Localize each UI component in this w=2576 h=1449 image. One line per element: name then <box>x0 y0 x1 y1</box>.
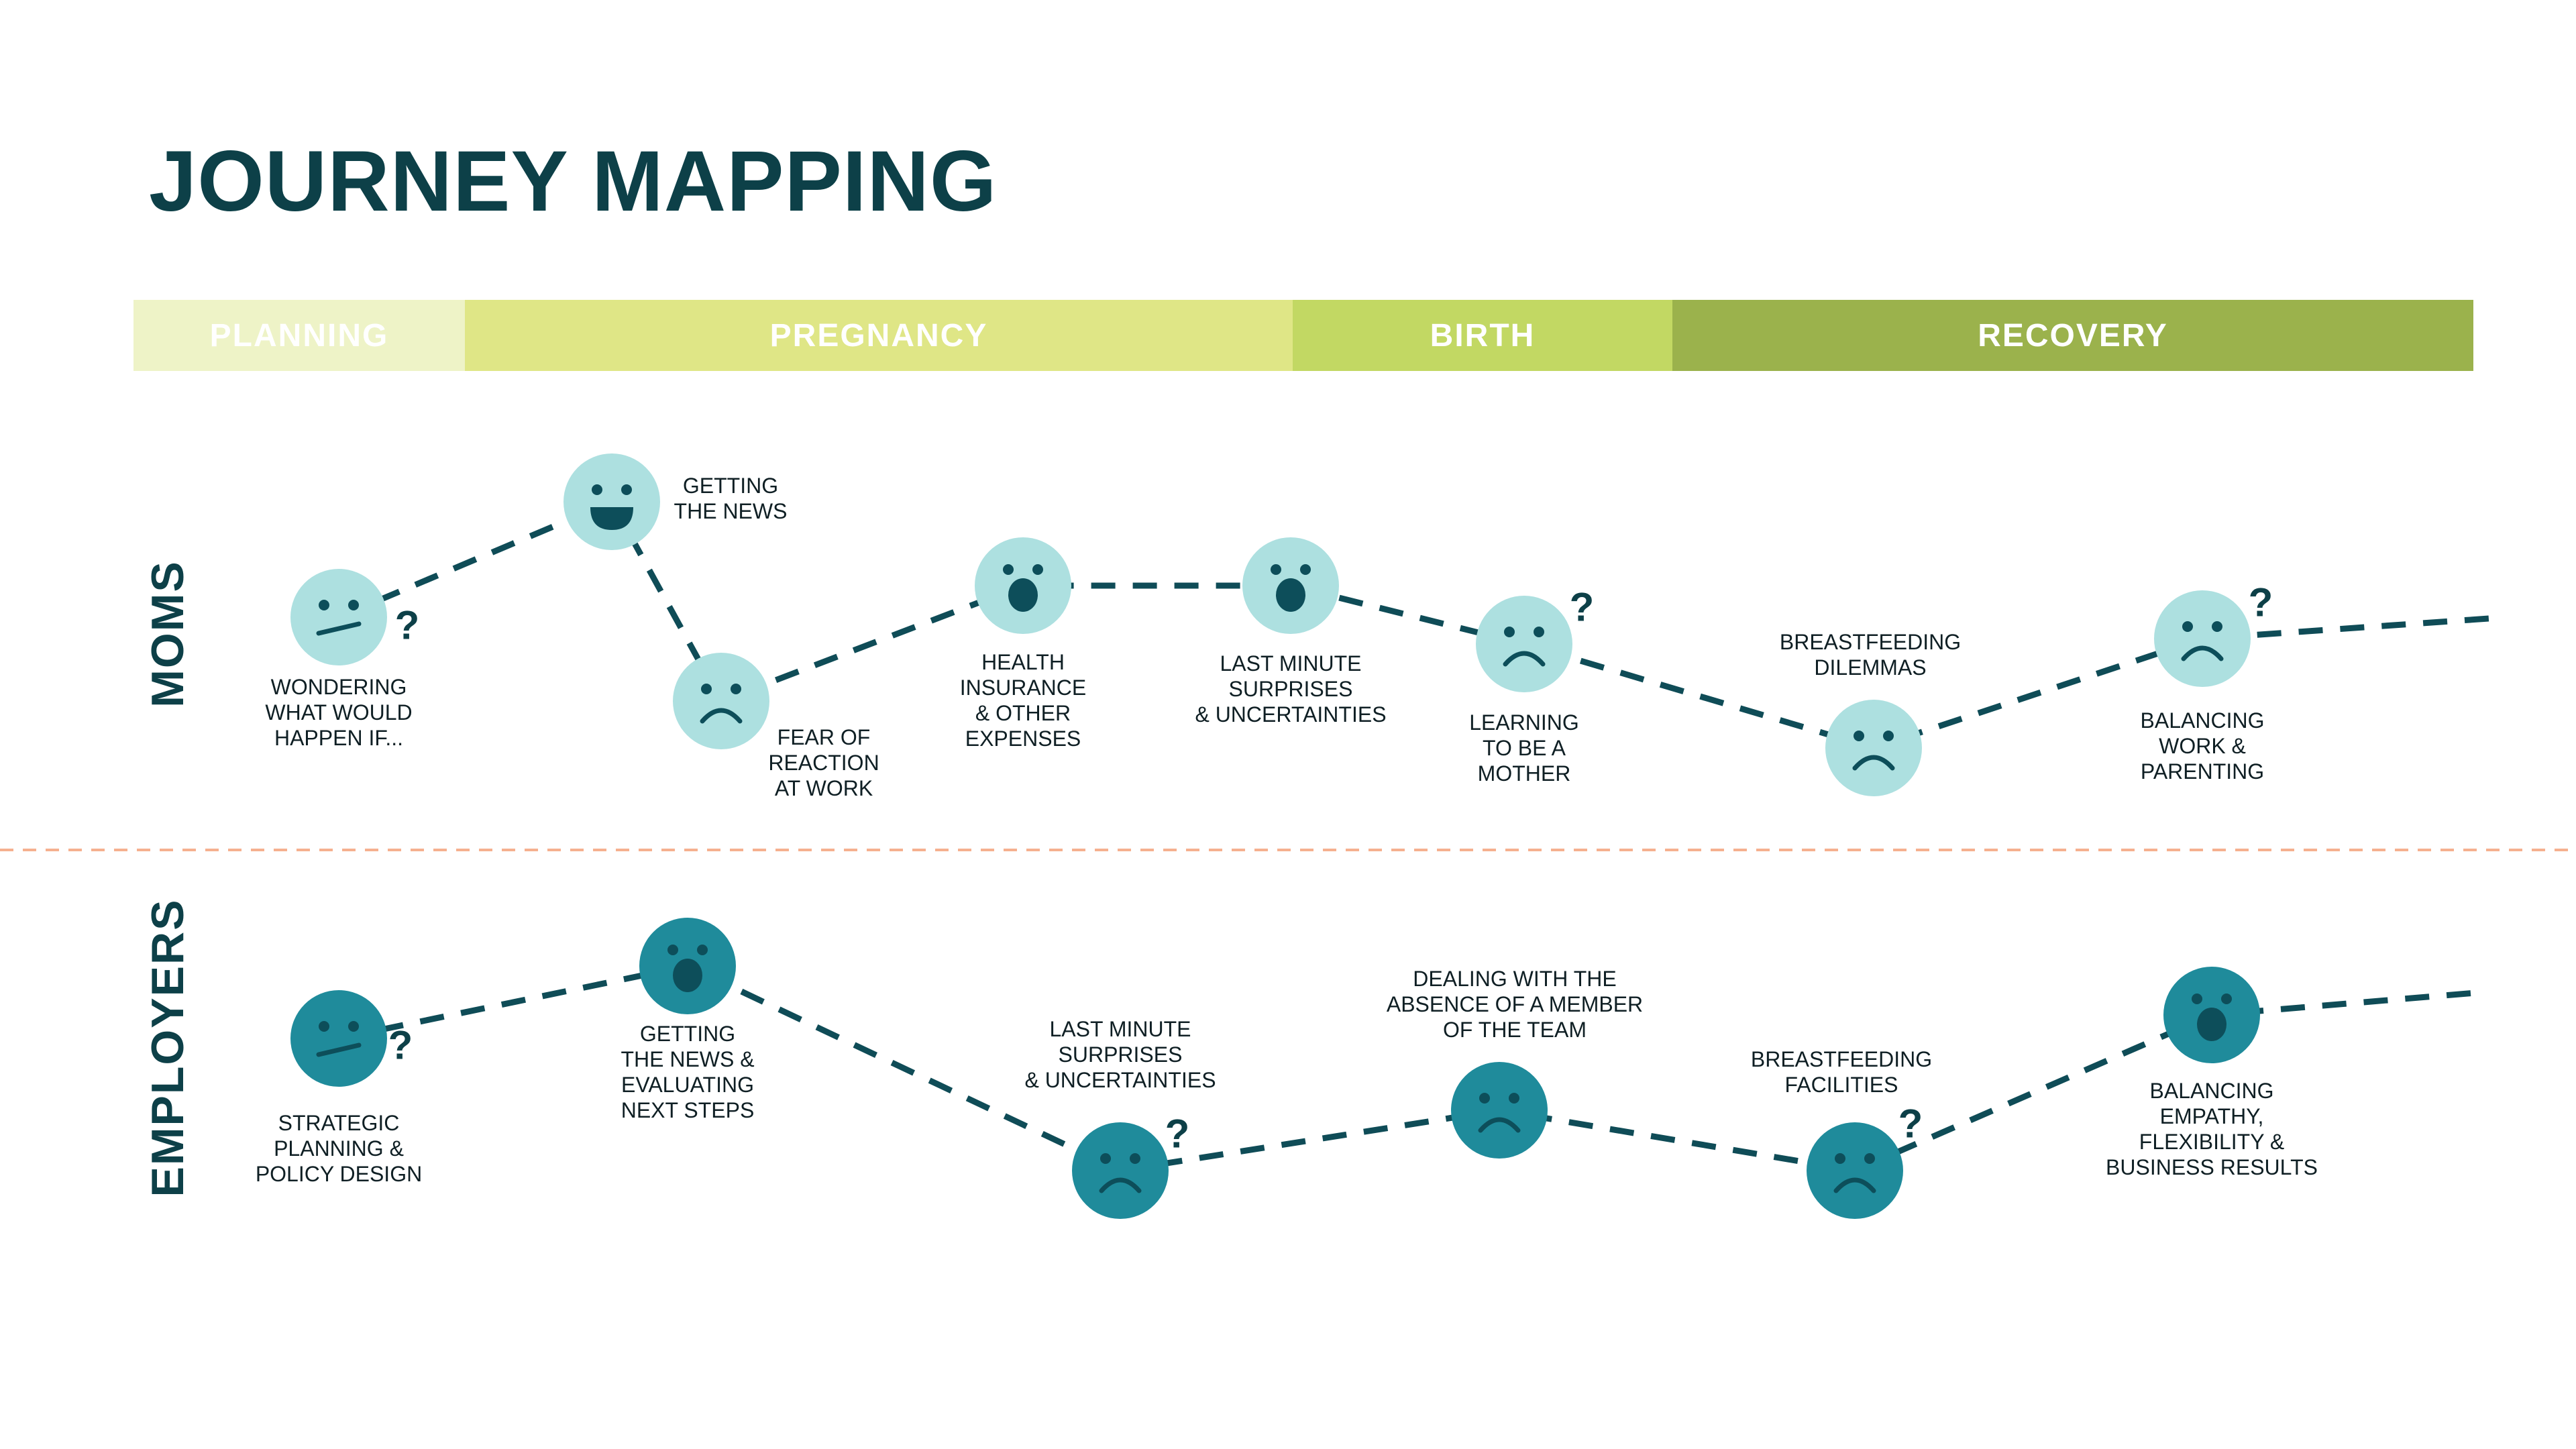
moms-step-4-label: HEALTH INSURANCE & OTHER EXPENSES <box>959 650 1087 751</box>
employer-step-2-label: GETTING THE NEWS & EVALUATING NEXT STEPS <box>621 1022 755 1122</box>
employer-step-4-label: DEALING WITH THE ABSENCE OF A MEMBER OF … <box>1386 967 1644 1042</box>
employer-step-1-neutral-icon-eye-left <box>319 1021 329 1032</box>
employer-step-2-surprised-icon-eye-left <box>667 945 678 955</box>
moms-step-6-sad-icon-eye-right <box>1534 627 1544 637</box>
moms-step-1-neutral-icon-eye-left <box>319 600 329 610</box>
moms-step-2-happy-icon <box>564 453 660 550</box>
moms-step-6-sad-icon-mouth <box>1503 651 1546 667</box>
phase-planning-label: PLANNING <box>209 317 389 354</box>
moms-step-1-neutral-icon-eye-right <box>348 600 359 610</box>
moms-step-6-sad-icon <box>1476 596 1572 692</box>
phase-recovery-label: RECOVERY <box>1978 317 2168 354</box>
employer-step-3-sad-icon-eye-left <box>1100 1153 1111 1164</box>
moms-step-8-sad-icon-eye-right <box>2212 621 2222 632</box>
employer-step-1-neutral-icon-eye-right <box>348 1021 359 1032</box>
employer-step-3-label: LAST MINUTE SURPRISES & UNCERTAINTIES <box>1024 1017 1216 1092</box>
moms-step-5-surprised-icon-eye-right <box>1300 564 1311 575</box>
employer-step-6-label: BALANCING EMPATHY, FLEXIBILITY & BUSINES… <box>2106 1079 2318 1179</box>
moms-step-7-label: BREASTFEEDING DILEMMAS <box>1779 630 1962 680</box>
phase-pregnancy-label: PREGNANCY <box>769 317 988 354</box>
employer-step-6-surprised-icon-eye-left <box>2192 994 2202 1004</box>
moms-step-3-sad-icon <box>673 653 769 749</box>
moms-step-7-sad-icon-mouth <box>1852 755 1895 771</box>
employer-step-6-surprised-icon-mouth <box>2197 1008 2226 1041</box>
employer-step-6-surprised-icon-eye-right <box>2221 994 2232 1004</box>
moms-step-1-label: WONDERING WHAT WOULD HAPPEN IF... <box>265 675 413 750</box>
employer-step-1-label: STRATEGIC PLANNING & POLICY DESIGN <box>255 1111 423 1186</box>
moms-step-2-label: GETTING THE NEWS <box>674 474 788 523</box>
employer-step-5-question-mark: ? <box>1898 1101 1923 1146</box>
employer-step-1-question-mark: ? <box>388 1022 413 1068</box>
employer-step-3-sad-icon-eye-right <box>1130 1153 1140 1164</box>
employer-step-5-sad-icon <box>1807 1122 1903 1219</box>
employer-step-2-surprised-icon-eye-right <box>697 945 708 955</box>
moms-step-6-label: LEARNING TO BE A MOTHER <box>1469 710 1579 786</box>
employer-step-1-neutral-icon-mouth <box>316 1042 362 1057</box>
employer-step-5-label: BREASTFEEDING FACILITIES <box>1750 1047 1933 1097</box>
employer-step-4-sad-icon-mouth <box>1478 1117 1521 1133</box>
page-title: JOURNEY MAPPING <box>149 133 998 229</box>
phase-birth-label: BIRTH <box>1430 317 1536 354</box>
moms-step-4-surprised-icon-eye-right <box>1032 564 1043 575</box>
moms-step-7-sad-icon <box>1825 700 1922 796</box>
employer-step-5-sad-icon-mouth <box>1833 1177 1876 1193</box>
employer-step-5-sad-icon-eye-right <box>1864 1153 1875 1164</box>
moms-step-8-sad-icon-eye-left <box>2182 621 2193 632</box>
employer-step-4-sad-icon-eye-left <box>1479 1093 1490 1104</box>
employer-step-4-sad-icon <box>1451 1062 1548 1159</box>
moms-step-6-sad-icon-eye-left <box>1504 627 1515 637</box>
employer-step-4-sad-icon-eye-right <box>1509 1093 1519 1104</box>
moms-step-5-label: LAST MINUTE SURPRISES & UNCERTAINTIES <box>1195 651 1387 727</box>
moms-step-8-question-mark: ? <box>2248 580 2273 625</box>
moms-step-6-question-mark: ? <box>1569 584 1595 630</box>
moms-step-2-happy-icon-eye-left <box>592 484 602 495</box>
phase-planning: PLANNING <box>133 300 465 371</box>
employer-step-3-sad-icon-mouth <box>1099 1177 1142 1193</box>
phase-bar: PLANNING PREGNANCY BIRTH RECOVERY <box>133 300 2473 371</box>
moms-step-1-neutral-icon-mouth <box>316 621 362 636</box>
employer-step-3-sad-icon <box>1072 1122 1169 1219</box>
moms-step-1-neutral-icon <box>290 569 387 665</box>
moms-step-3-sad-icon-eye-right <box>731 684 741 694</box>
phase-recovery: RECOVERY <box>1672 300 2473 371</box>
phase-birth: BIRTH <box>1293 300 1672 371</box>
moms-step-3-sad-icon-mouth <box>700 708 743 724</box>
phase-pregnancy: PREGNANCY <box>465 300 1293 371</box>
moms-step-3-sad-icon-eye-left <box>701 684 712 694</box>
moms-step-5-surprised-icon-mouth <box>1276 578 1305 612</box>
moms-step-3-label: FEAR OF REACTION AT WORK <box>768 725 879 800</box>
moms-step-7-sad-icon-eye-right <box>1883 731 1894 741</box>
moms-step-1-question-mark: ? <box>394 602 420 648</box>
employer-step-2-surprised-icon-mouth <box>673 959 702 992</box>
moms-step-2-happy-icon-mouth <box>590 507 633 530</box>
moms-step-8-label: BALANCING WORK & PARENTING <box>2140 708 2265 784</box>
moms-step-4-surprised-icon-mouth <box>1008 578 1038 612</box>
employer-step-5-sad-icon-eye-left <box>1835 1153 1845 1164</box>
moms-step-5-surprised-icon-eye-left <box>1271 564 1281 575</box>
moms-step-4-surprised-icon-eye-left <box>1003 564 1014 575</box>
moms-step-2-happy-icon-eye-right <box>621 484 632 495</box>
employer-step-3-question-mark: ? <box>1165 1111 1190 1157</box>
moms-step-8-sad-icon <box>2154 590 2251 687</box>
employer-step-1-neutral-icon <box>290 990 387 1087</box>
moms-step-8-sad-icon-mouth <box>2181 645 2224 661</box>
moms-step-7-sad-icon-eye-left <box>1854 731 1864 741</box>
